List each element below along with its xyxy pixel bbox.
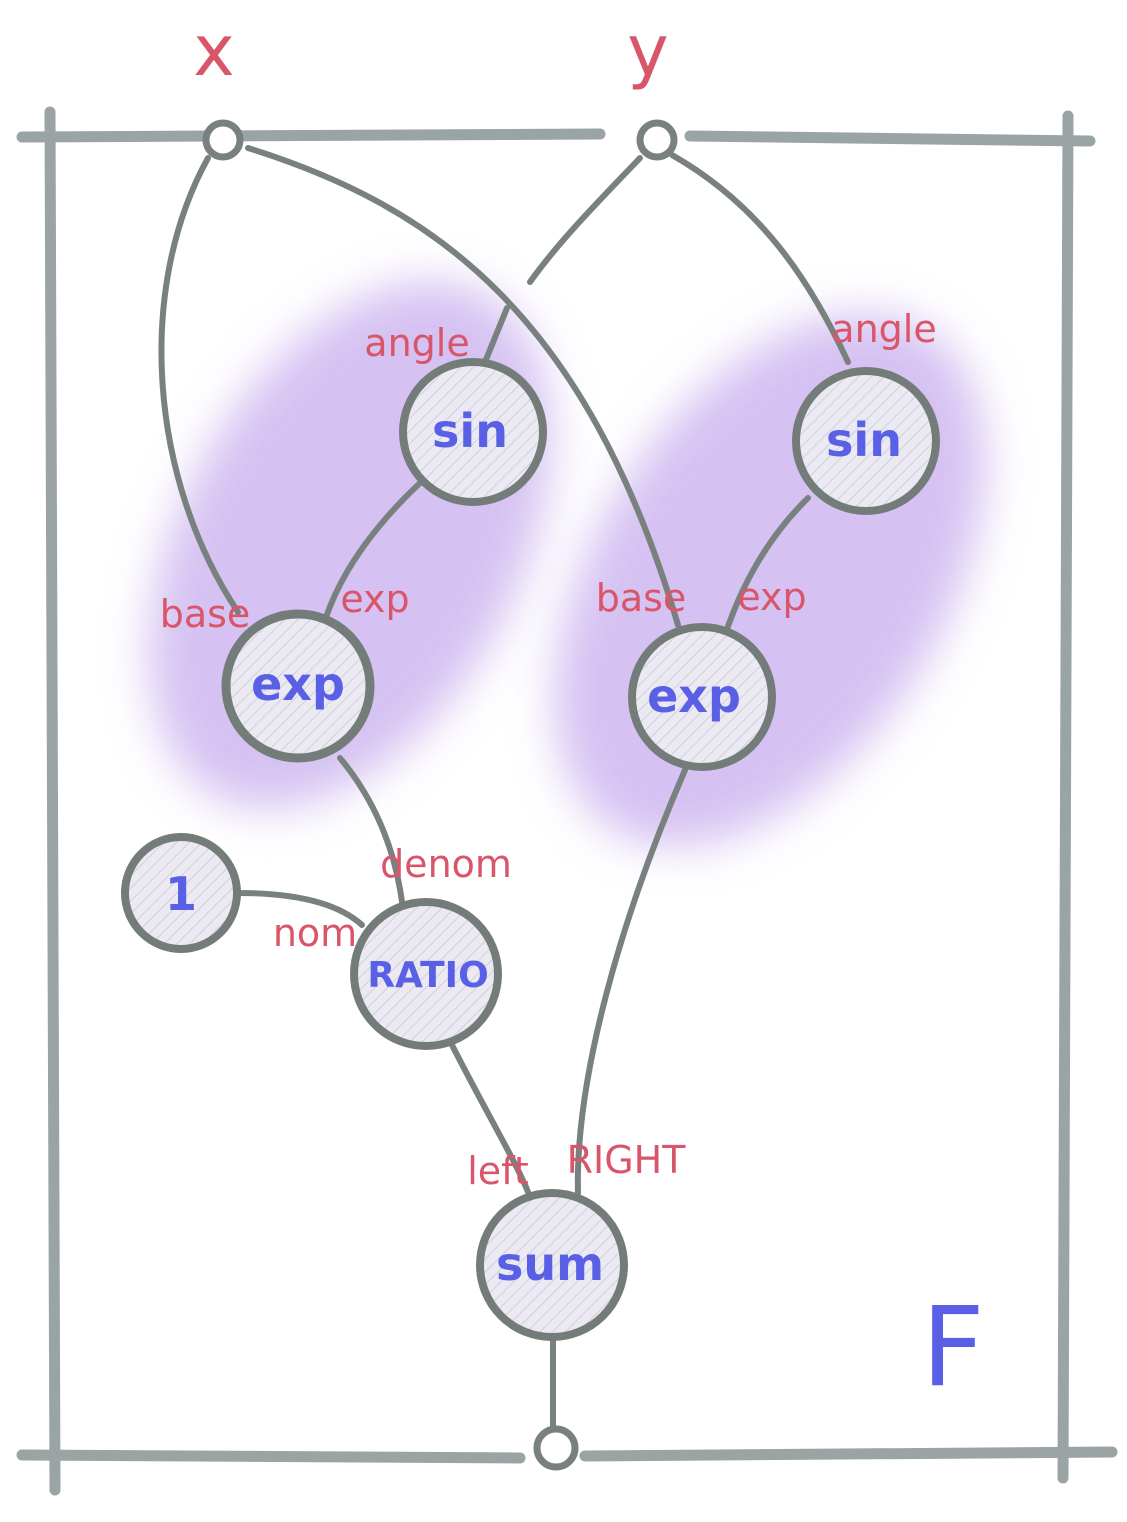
port-label-left: left [467, 1149, 529, 1193]
port-label-angle-right: angle [831, 307, 936, 351]
svg-text:RATIO: RATIO [367, 955, 488, 996]
edge-sin-left-to-exp-left [322, 480, 423, 623]
group-highlight-left [148, 281, 552, 809]
port-label-exp-right: exp [737, 575, 806, 619]
svg-text:1: 1 [165, 867, 197, 921]
svg-text:sum: sum [496, 1237, 604, 1291]
node-sin-left: sin [399, 358, 547, 506]
edge-sin-right-to-exp-right [722, 495, 811, 638]
port-label-base-right: base [596, 576, 687, 620]
input-label-x: x [193, 10, 234, 92]
svg-text:exp: exp [647, 669, 741, 723]
port-label-denom: denom [380, 842, 512, 886]
port-label-nom: nom [273, 911, 357, 955]
function-name-label: F [921, 1283, 984, 1411]
svg-text:sin: sin [826, 413, 902, 467]
node-exp-left: exp [221, 609, 375, 763]
edge-ratio-to-sum [449, 1042, 531, 1195]
port-label-exp-left: exp [340, 577, 409, 621]
port-label-base-left: base [160, 592, 251, 636]
output-port [533, 1425, 579, 1471]
svg-text:sin: sin [432, 404, 508, 458]
edge-y-to-cross [527, 155, 643, 285]
edge-y-to-sin-right [669, 152, 851, 365]
edge-x-to-exp-right-base [245, 145, 681, 628]
function-frame [16, 106, 1118, 1496]
svg-text:exp: exp [251, 657, 345, 711]
edge-one-to-ratio [235, 890, 365, 928]
port-label-right: RIGHT [567, 1138, 687, 1182]
edge-angle-to-sin-left [482, 305, 510, 365]
edge-exp-left-to-ratio [337, 755, 405, 905]
node-constant-one: 1 [121, 833, 241, 953]
port-label-angle-left: angle [364, 321, 469, 365]
graph-edges [158, 145, 851, 1433]
node-sum: sum [476, 1189, 628, 1341]
input-label-y: y [627, 10, 668, 92]
edge-x-to-exp-left-base [158, 155, 241, 615]
node-ratio: RATIO [350, 898, 502, 1050]
input-port-x [202, 119, 244, 161]
edge-exp-right-to-sum [574, 767, 688, 1196]
input-port-y [636, 119, 678, 161]
node-sin-right: sin [792, 367, 940, 515]
node-exp-right: exp [628, 623, 776, 771]
